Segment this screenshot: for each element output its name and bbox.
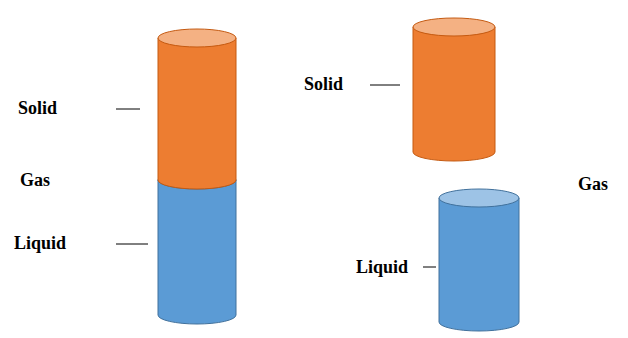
phase-label: Liquid <box>356 258 408 278</box>
leader-line <box>423 267 436 268</box>
solid-cylinder <box>158 29 236 189</box>
leader-line <box>116 109 140 110</box>
phase-label: Solid <box>18 99 57 119</box>
phase-label: Solid <box>304 75 343 95</box>
leader-line <box>370 85 400 86</box>
leader-line <box>116 244 148 245</box>
liquid-cylinder <box>158 171 236 324</box>
solid-cylinder <box>413 18 495 161</box>
phase-label: Gas <box>578 175 608 195</box>
liquid-cylinder <box>439 189 519 331</box>
phase-label: Gas <box>20 171 50 191</box>
phase-label: Liquid <box>14 234 66 254</box>
